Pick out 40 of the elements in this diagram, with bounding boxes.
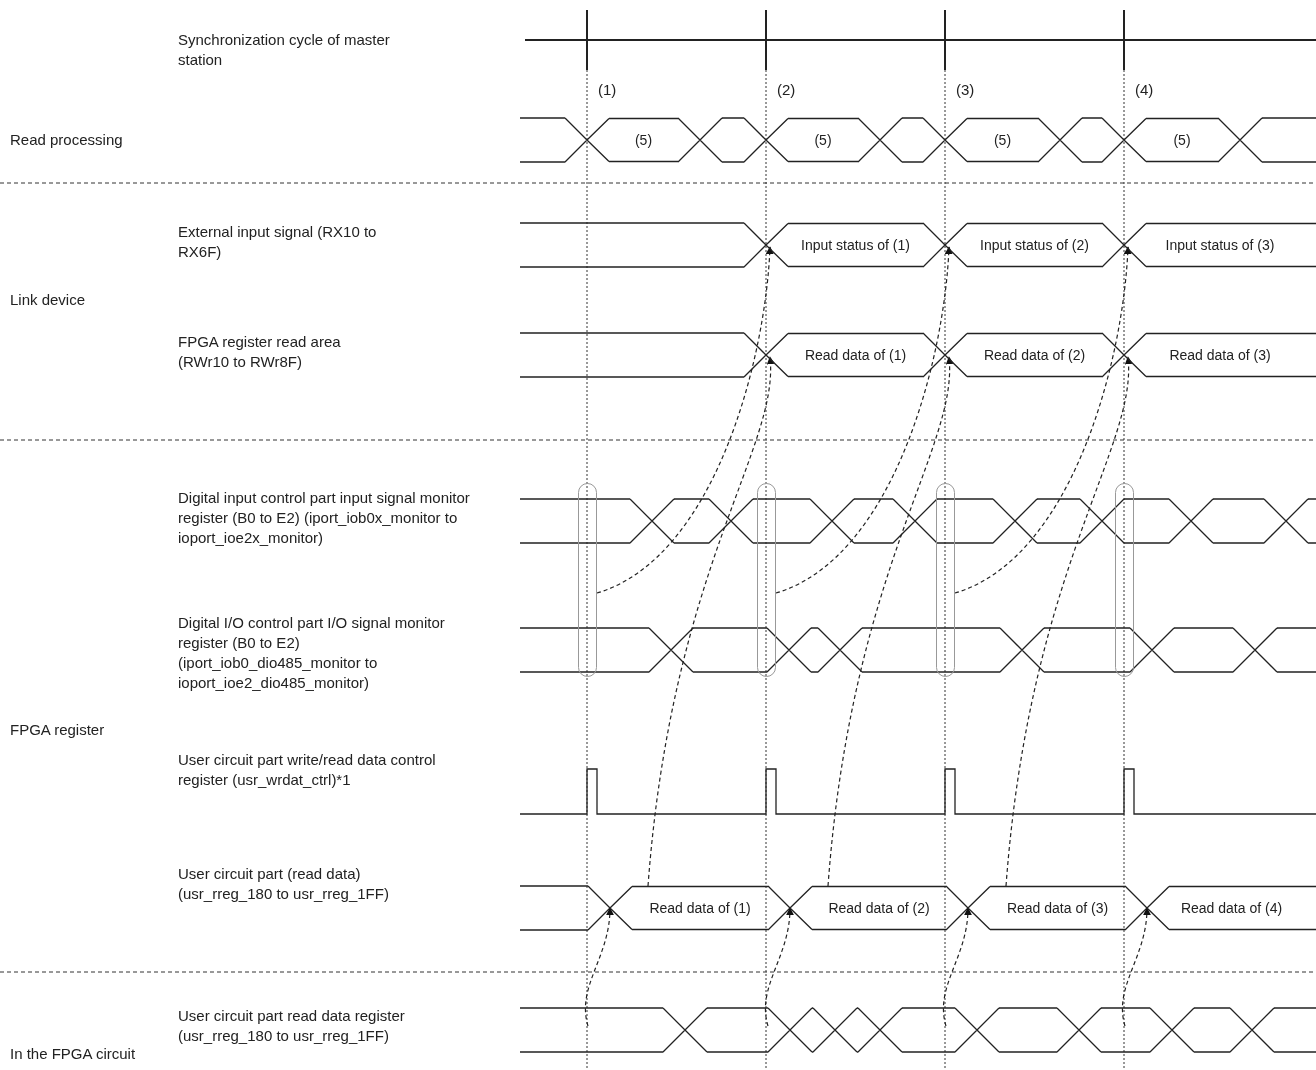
signal-label: User circuit part write/read data control register (usr_wrdat_ctrl)*1 <box>178 750 437 790</box>
arrow <box>1121 907 1151 1027</box>
signal-segment: (5) <box>1124 118 1218 162</box>
signal-segment: (5) <box>945 118 1038 162</box>
signal-label: FPGA register <box>10 720 105 740</box>
signal-segment: Read data of (2) <box>790 886 946 930</box>
signal-segment: Read data of (2) <box>945 333 1102 377</box>
arrow <box>954 246 1132 594</box>
signal-label: (3) <box>956 80 975 100</box>
signal-label: (4) <box>1135 80 1154 100</box>
signal-segment: Input status of (2) <box>945 223 1102 267</box>
signal-label: (1) <box>598 80 617 100</box>
signal-label: Synchronization cycle of master station <box>178 30 391 70</box>
arrow <box>584 907 614 1027</box>
signal-segment: (5) <box>766 118 858 162</box>
signal-label: In the FPGA circuit <box>10 1044 136 1064</box>
signal-label: FPGA register read area (RWr10 to RWr8F) <box>178 332 342 372</box>
arrow <box>764 907 794 1027</box>
signal-label: Read processing <box>10 130 123 150</box>
arrow <box>827 356 954 887</box>
signal-label: User circuit part read data register (usr_rreg_180 to usr_rreg_1FF) <box>178 1006 406 1046</box>
arrow <box>647 356 775 887</box>
signal-segment: Read data of (1) <box>610 886 768 930</box>
arrow <box>596 246 774 594</box>
signal-segment: (5) <box>587 118 678 162</box>
signal-segment: Read data of (1) <box>766 333 923 377</box>
signal-segment: Read data of (4) <box>1147 886 1316 930</box>
signal-label: (2) <box>777 80 796 100</box>
signal-segment: Input status of (3) <box>1124 223 1316 267</box>
signal-label: User circuit part (read data) (usr_rreg_180 to usr_rreg_1FF) <box>178 864 390 904</box>
signal-segment: Input status of (1) <box>766 223 923 267</box>
arrow <box>942 907 972 1027</box>
signal-label: External input signal (RX10 to RX6F) <box>178 222 378 262</box>
signal-segment: Read data of (3) <box>1124 333 1316 377</box>
signal-segment: Read data of (3) <box>968 886 1125 930</box>
signal-label: Link device <box>10 290 86 310</box>
signal-label: Digital I/O control part I/O signal monitor register (B0 to E2) (iport_iob0_dio485_monitor to ioport_ioe2_dio485_monitor) <box>178 613 446 693</box>
arrow <box>775 246 953 594</box>
arrow <box>1005 356 1133 887</box>
signal-label: Digital input control part input signal monitor register (B0 to E2) (iport_iob0x_monitor to ioport_ioe2x_monitor) <box>178 488 471 548</box>
